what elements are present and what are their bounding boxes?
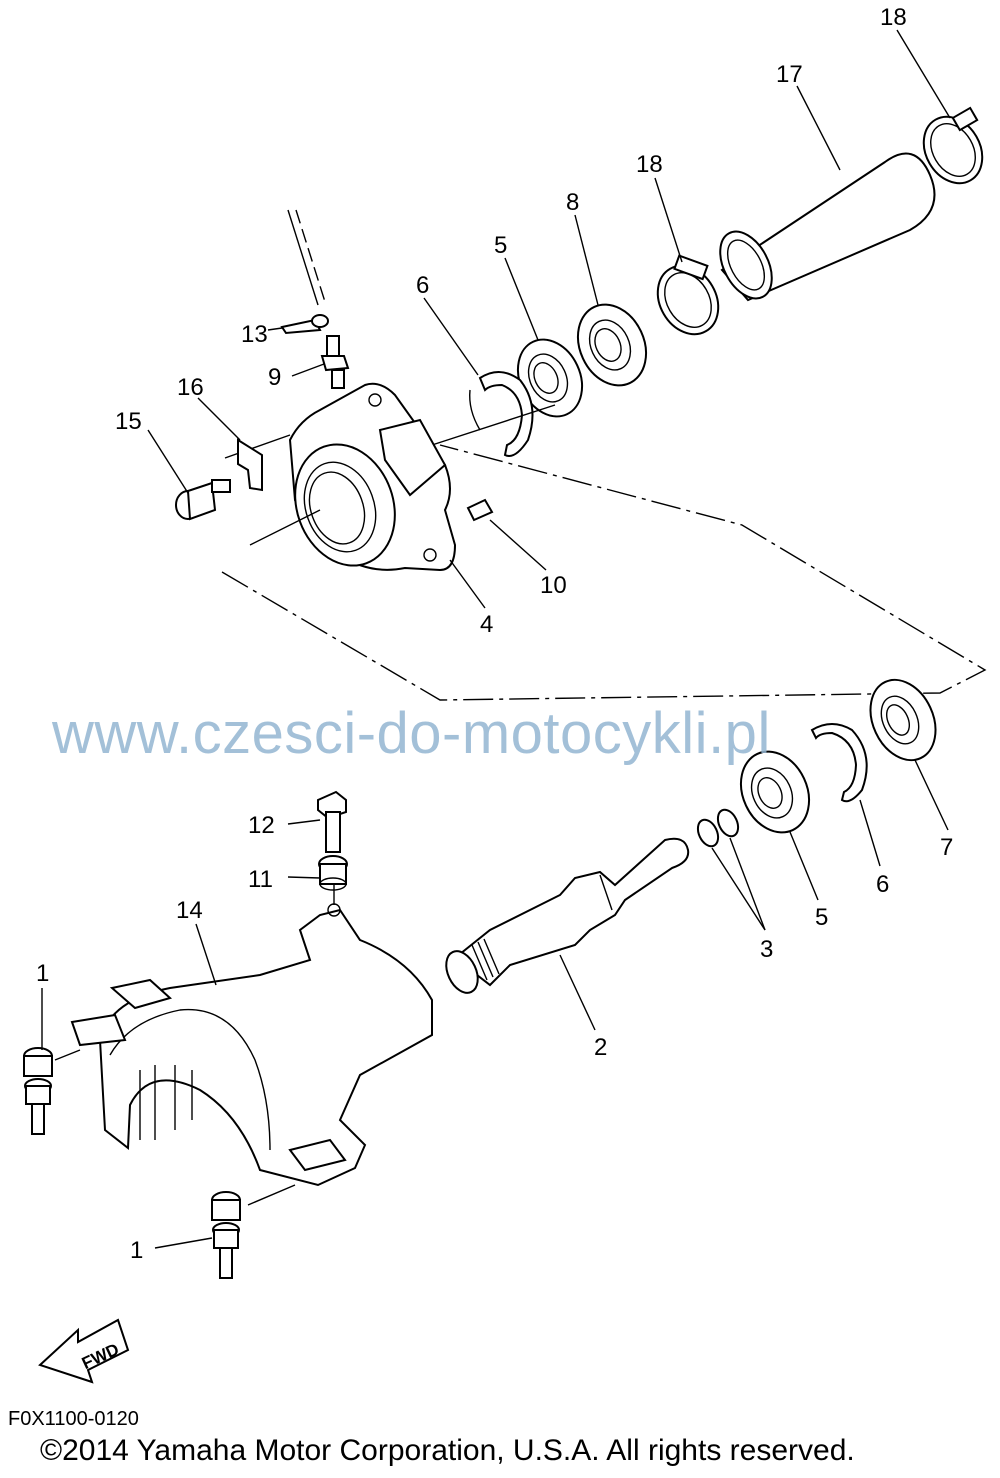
part-10-dowel-pin [466,498,494,522]
callout-11: 11 [248,866,273,893]
watermark-url: www.czesci-do-motocykli.pl [52,701,771,766]
callout-6: 6 [876,871,889,898]
part-14-housing-cover [70,903,433,1187]
callout-17: 17 [776,61,803,88]
part-2-drive-shaft [445,837,690,994]
callout-5: 5 [494,232,507,259]
part-8-bearing [576,303,648,387]
callout-18: 18 [880,4,907,31]
callout-2: 2 [594,1034,607,1061]
callout-5: 5 [815,904,828,931]
part-18-hose-clamp-top [922,106,984,185]
part-4-bearing-housing [288,382,457,572]
part-9-nipple [320,335,350,389]
copyright-notice: ©2014 Yamaha Motor Corporation, U.S.A. A… [40,1434,855,1467]
fwd-arrow-icon: FWD [38,1318,130,1384]
part-5-bearing-bottom [739,750,811,834]
callout-4: 4 [480,611,493,638]
callout-1: 1 [130,1237,143,1264]
callout-13: 13 [241,321,268,348]
callout-14: 14 [176,897,203,924]
part-6-circlip-bottom [810,723,868,803]
part-1-grommet-bottom [211,1191,241,1279]
callout-16: 16 [177,374,204,401]
part-16-bracket [237,438,263,492]
part-7-bearing [869,678,937,762]
part-6-circlip-top [469,371,534,457]
part-1-grommet-top [23,1047,53,1135]
callout-8: 8 [566,189,579,216]
part-17-hose [719,152,936,302]
callout-10: 10 [540,572,567,599]
part-13-clip [280,314,329,335]
part-15-bolt [175,479,231,521]
drawing-code: F0X1100-0120 [8,1408,139,1430]
callout-12: 12 [248,812,275,839]
callout-3: 3 [760,936,773,963]
callout-1: 1 [36,960,49,987]
callout-18: 18 [636,151,663,178]
part-11-collar [318,855,348,891]
callout-7: 7 [940,834,953,861]
part-18-hose-clamp-mid [656,254,720,336]
callout-15: 15 [115,408,142,435]
callout-9: 9 [268,364,281,391]
part-3-o-rings [696,808,740,848]
callout-6: 6 [416,272,429,299]
part-12-bolt [317,790,347,853]
